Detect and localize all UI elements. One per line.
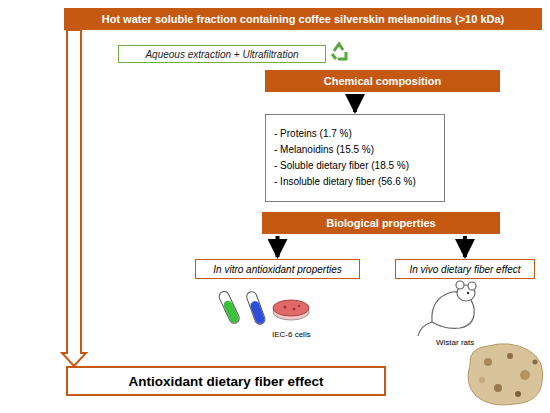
node-text: - Insoluble dietary fiber (56.6 %) [274, 174, 416, 190]
flow-arrow [353, 94, 357, 112]
test-tube [245, 290, 266, 325]
node-text: Hot water soluble fraction containing co… [102, 13, 505, 25]
node-text: - Melanoidins (15.5 %) [274, 142, 374, 158]
fiber-photo [468, 344, 543, 405]
recycle-arrow [332, 54, 336, 59]
petri-dish [273, 300, 309, 320]
node-text: Aqueous extraction + Ultrafiltration [145, 49, 298, 60]
hollow-arrow [62, 30, 86, 366]
result-box: Antioxidant dietary fiber effect [66, 366, 386, 396]
recycle-arrow [334, 44, 343, 51]
node-text: Antioxidant dietary fiber effect [128, 374, 323, 389]
section-band: Biological properties [262, 212, 500, 234]
node-text: Biological properties [326, 217, 435, 229]
node-text: In vitro antioxidant properties [213, 264, 341, 275]
flow-arrow [276, 236, 280, 257]
composition-list: - Proteins (1.7 %)- Melanoidins (15.5 %)… [265, 114, 445, 202]
node-text: - Soluble dietary fiber (18.5 %) [274, 158, 409, 174]
property-box: In vitro antioxidant properties [195, 259, 360, 279]
section-band: Chemical composition [265, 70, 500, 92]
image-label: IEC-6 cells [272, 330, 311, 339]
flow-arrow [463, 236, 467, 257]
recycle-arrow [338, 52, 346, 59]
test-tube [217, 290, 240, 325]
image-label: Wistar rats [436, 338, 474, 347]
node-text: - Proteins (1.7 %) [274, 126, 352, 142]
property-box: In vivo dietary fiber effect [395, 259, 535, 279]
node-text: Chemical composition [324, 75, 441, 87]
rat-illustration [418, 281, 476, 336]
process-box: Aqueous extraction + Ultrafiltration [118, 45, 326, 63]
title-band: Hot water soluble fraction containing co… [64, 8, 542, 30]
recycle-icon [332, 44, 346, 59]
node-text: In vivo dietary fiber effect [409, 264, 520, 275]
